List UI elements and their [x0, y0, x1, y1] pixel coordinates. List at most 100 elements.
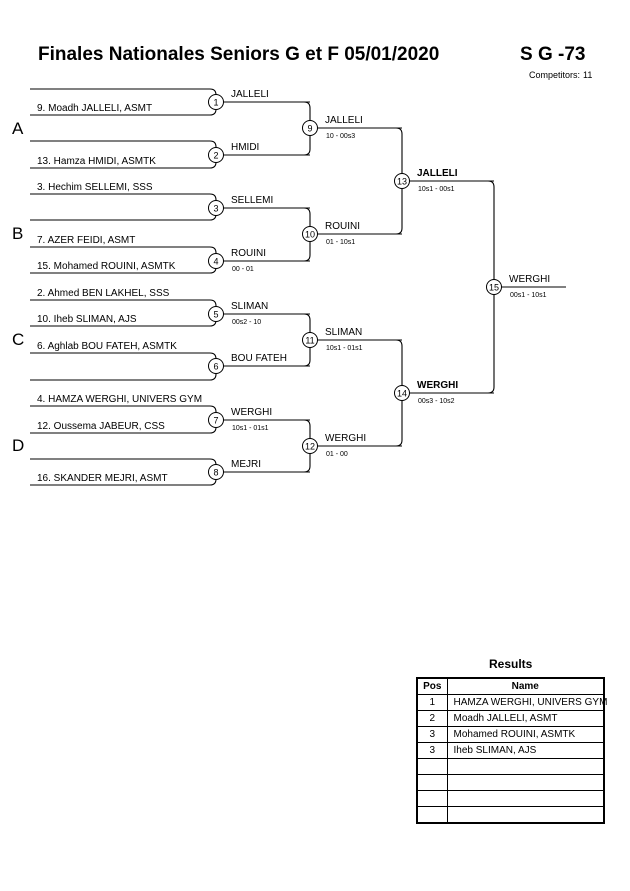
match-number-circle [208, 94, 224, 110]
result-pos: 2 [416, 710, 448, 727]
match-number: 2 [213, 151, 218, 161]
match-score: 10s1 - 01s1 [232, 425, 269, 432]
results-title: Results [489, 657, 533, 671]
match-number: 15 [489, 283, 499, 293]
result-pos: 3 [416, 726, 448, 743]
result-name: Moadh JALLELI, ASMT [446, 710, 605, 727]
result-pos: 3 [416, 742, 448, 759]
match-winner: JALLELI [325, 115, 363, 126]
competitors-label: Competitors: [529, 70, 581, 80]
match-number: 3 [213, 204, 218, 214]
match-winner: MEJRI [231, 459, 261, 470]
match-number-circle [302, 332, 318, 348]
match-winner: WERGHI [325, 433, 366, 444]
match-score: 01 - 10s1 [326, 239, 355, 246]
match-number-circle [208, 412, 224, 428]
result-name [446, 790, 605, 807]
results-row [416, 774, 605, 791]
results-row [416, 758, 605, 775]
competitor-name: 16. SKANDER MEJRI, ASMT [37, 473, 168, 484]
match-number-circle [302, 438, 318, 454]
match-number-circle [486, 279, 502, 295]
match-winner: ROUINI [325, 221, 360, 232]
match-score: 10s1 - 00s1 [418, 186, 455, 193]
pool-letter: B [12, 224, 23, 243]
match-winner: SLIMAN [325, 327, 362, 338]
match-number: 10 [305, 230, 315, 240]
result-name: Mohamed ROUINI, ASMTK [446, 726, 605, 743]
result-pos [416, 806, 448, 824]
match-winner: HMIDI [231, 142, 259, 153]
competitor-name: 7. AZER FEIDI, ASMT [37, 235, 135, 246]
results-header-row: Pos Name [416, 677, 605, 695]
match-winner: JALLELI [231, 89, 269, 100]
competitor-name: 2. Ahmed BEN LAKHEL, SSS [37, 288, 170, 299]
match-number: 6 [213, 362, 218, 372]
match-winner: JALLELI [417, 168, 458, 179]
match-number-circle [208, 147, 224, 163]
match-score: 00 - 01 [232, 266, 254, 273]
pool-letter: A [12, 119, 24, 138]
match-number-circle [302, 226, 318, 242]
match-number: 11 [305, 336, 314, 346]
match-score: 10 - 00s3 [326, 133, 355, 140]
results-row [416, 790, 605, 807]
competitor-name: 4. HAMZA WERGHI, UNIVERS GYM [37, 394, 202, 405]
match-number: 14 [397, 389, 407, 399]
result-name [446, 774, 605, 791]
match-winner: WERGHI [417, 380, 458, 391]
match-score: 10s1 - 01s1 [326, 345, 363, 352]
match-winner: ROUINI [231, 248, 266, 259]
match-number-circle [208, 200, 224, 216]
competitors-count: Competitors:11 [526, 70, 592, 80]
match-number-circle [208, 464, 224, 480]
result-name: HAMZA WERGHI, UNIVERS GYM [446, 694, 607, 711]
match-score: 00s1 - 10s1 [510, 292, 547, 299]
match-bracket [30, 352, 217, 381]
match-number: 12 [305, 442, 315, 452]
match-score: 00s3 - 10s2 [418, 398, 455, 405]
match-winner: SLIMAN [231, 301, 268, 312]
competitor-name: 3. Hechim SELLEMI, SSS [37, 182, 153, 193]
match-bracket [30, 193, 217, 221]
match-number-circle [208, 253, 224, 269]
match-number-circle [394, 385, 410, 401]
competitor-name: 12. Oussema JABEUR, CSS [37, 421, 165, 432]
competitor-name: 9. Moadh JALLELI, ASMT [37, 103, 152, 114]
match-number: 9 [307, 124, 312, 134]
result-name [446, 758, 605, 775]
competitor-name: 13. Hamza HMIDI, ASMTK [37, 156, 156, 167]
match-number-circle [394, 173, 410, 189]
match-winner: WERGHI [231, 407, 272, 418]
match-number: 8 [213, 468, 218, 478]
result-name [446, 806, 605, 824]
result-name: Iheb SLIMAN, AJS [446, 742, 605, 759]
competitor-name: 15. Mohamed ROUINI, ASMTK [37, 261, 176, 272]
match-number: 5 [213, 310, 218, 320]
match-winner: SELLEMI [231, 195, 273, 206]
match-number-circle [302, 120, 318, 136]
match-number: 13 [397, 177, 407, 187]
page-title: Finales Nationales Seniors G et F 05/01/… [38, 44, 440, 65]
result-pos: 1 [416, 694, 448, 711]
match-winner: WERGHI [509, 274, 550, 285]
match-number: 7 [213, 416, 218, 426]
results-header-name: Name [446, 677, 605, 695]
competitor-name: 6. Aghlab BOU FATEH, ASMTK [37, 341, 177, 352]
pool-letter: D [12, 436, 24, 455]
competitors-value: 11 [583, 70, 593, 80]
match-score: 00s2 - 10 [232, 319, 261, 326]
match-winner: BOU FATEH [231, 353, 287, 364]
match-number: 1 [213, 98, 218, 108]
match-score: 01 - 00 [326, 451, 348, 458]
result-pos [416, 774, 448, 791]
match-number-circle [208, 358, 224, 374]
results-header-pos: Pos [416, 677, 448, 695]
match-number-circle [208, 306, 224, 322]
